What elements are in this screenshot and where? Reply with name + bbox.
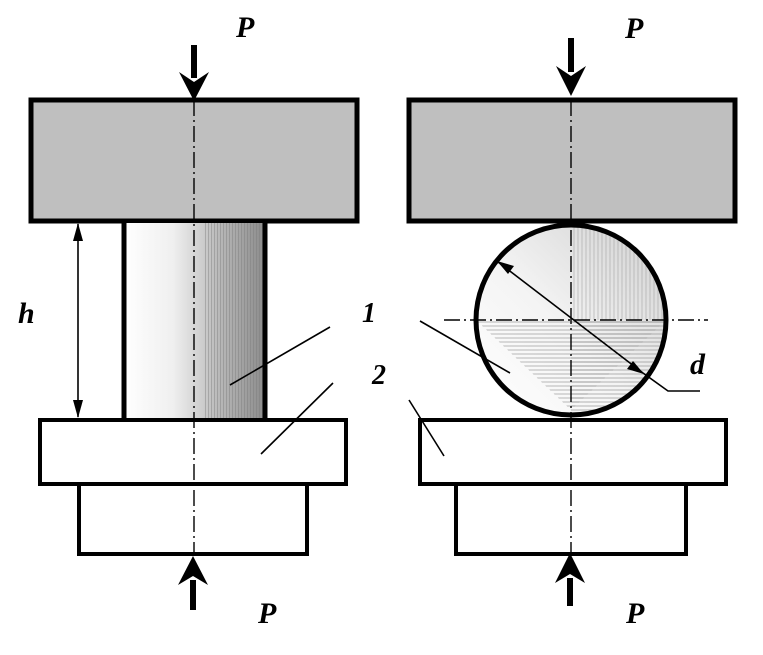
left-support-base <box>77 482 309 556</box>
left-assembly: P h P <box>18 11 360 630</box>
diameter-dimension <box>497 261 700 392</box>
right-bottom-force-arrow <box>555 553 585 606</box>
left-leader-line-2 <box>260 382 334 455</box>
left-bottom-force-label: P <box>257 597 277 630</box>
right-bottom-force-label: P <box>625 597 645 630</box>
right-lower-anvil <box>418 418 728 486</box>
diameter-label: d <box>690 348 706 381</box>
item-number-2: 2 <box>371 360 386 391</box>
left-top-force-arrow <box>179 45 209 101</box>
right-top-force-arrow <box>556 38 586 96</box>
left-leader-line-1 <box>229 326 331 386</box>
item-number-1: 1 <box>362 298 376 329</box>
right-assembly: P d <box>406 12 738 630</box>
height-dimension <box>73 223 83 418</box>
right-top-force-label: P <box>624 12 644 45</box>
cylinder-specimen <box>121 221 268 420</box>
right-upper-platen <box>406 97 738 224</box>
right-leader-line-2 <box>408 399 445 457</box>
right-leader-line-1 <box>419 320 511 374</box>
left-lower-anvil <box>38 418 348 486</box>
left-bottom-force-arrow <box>178 556 208 610</box>
height-label: h <box>18 297 35 330</box>
left-top-force-label: P <box>235 11 255 44</box>
